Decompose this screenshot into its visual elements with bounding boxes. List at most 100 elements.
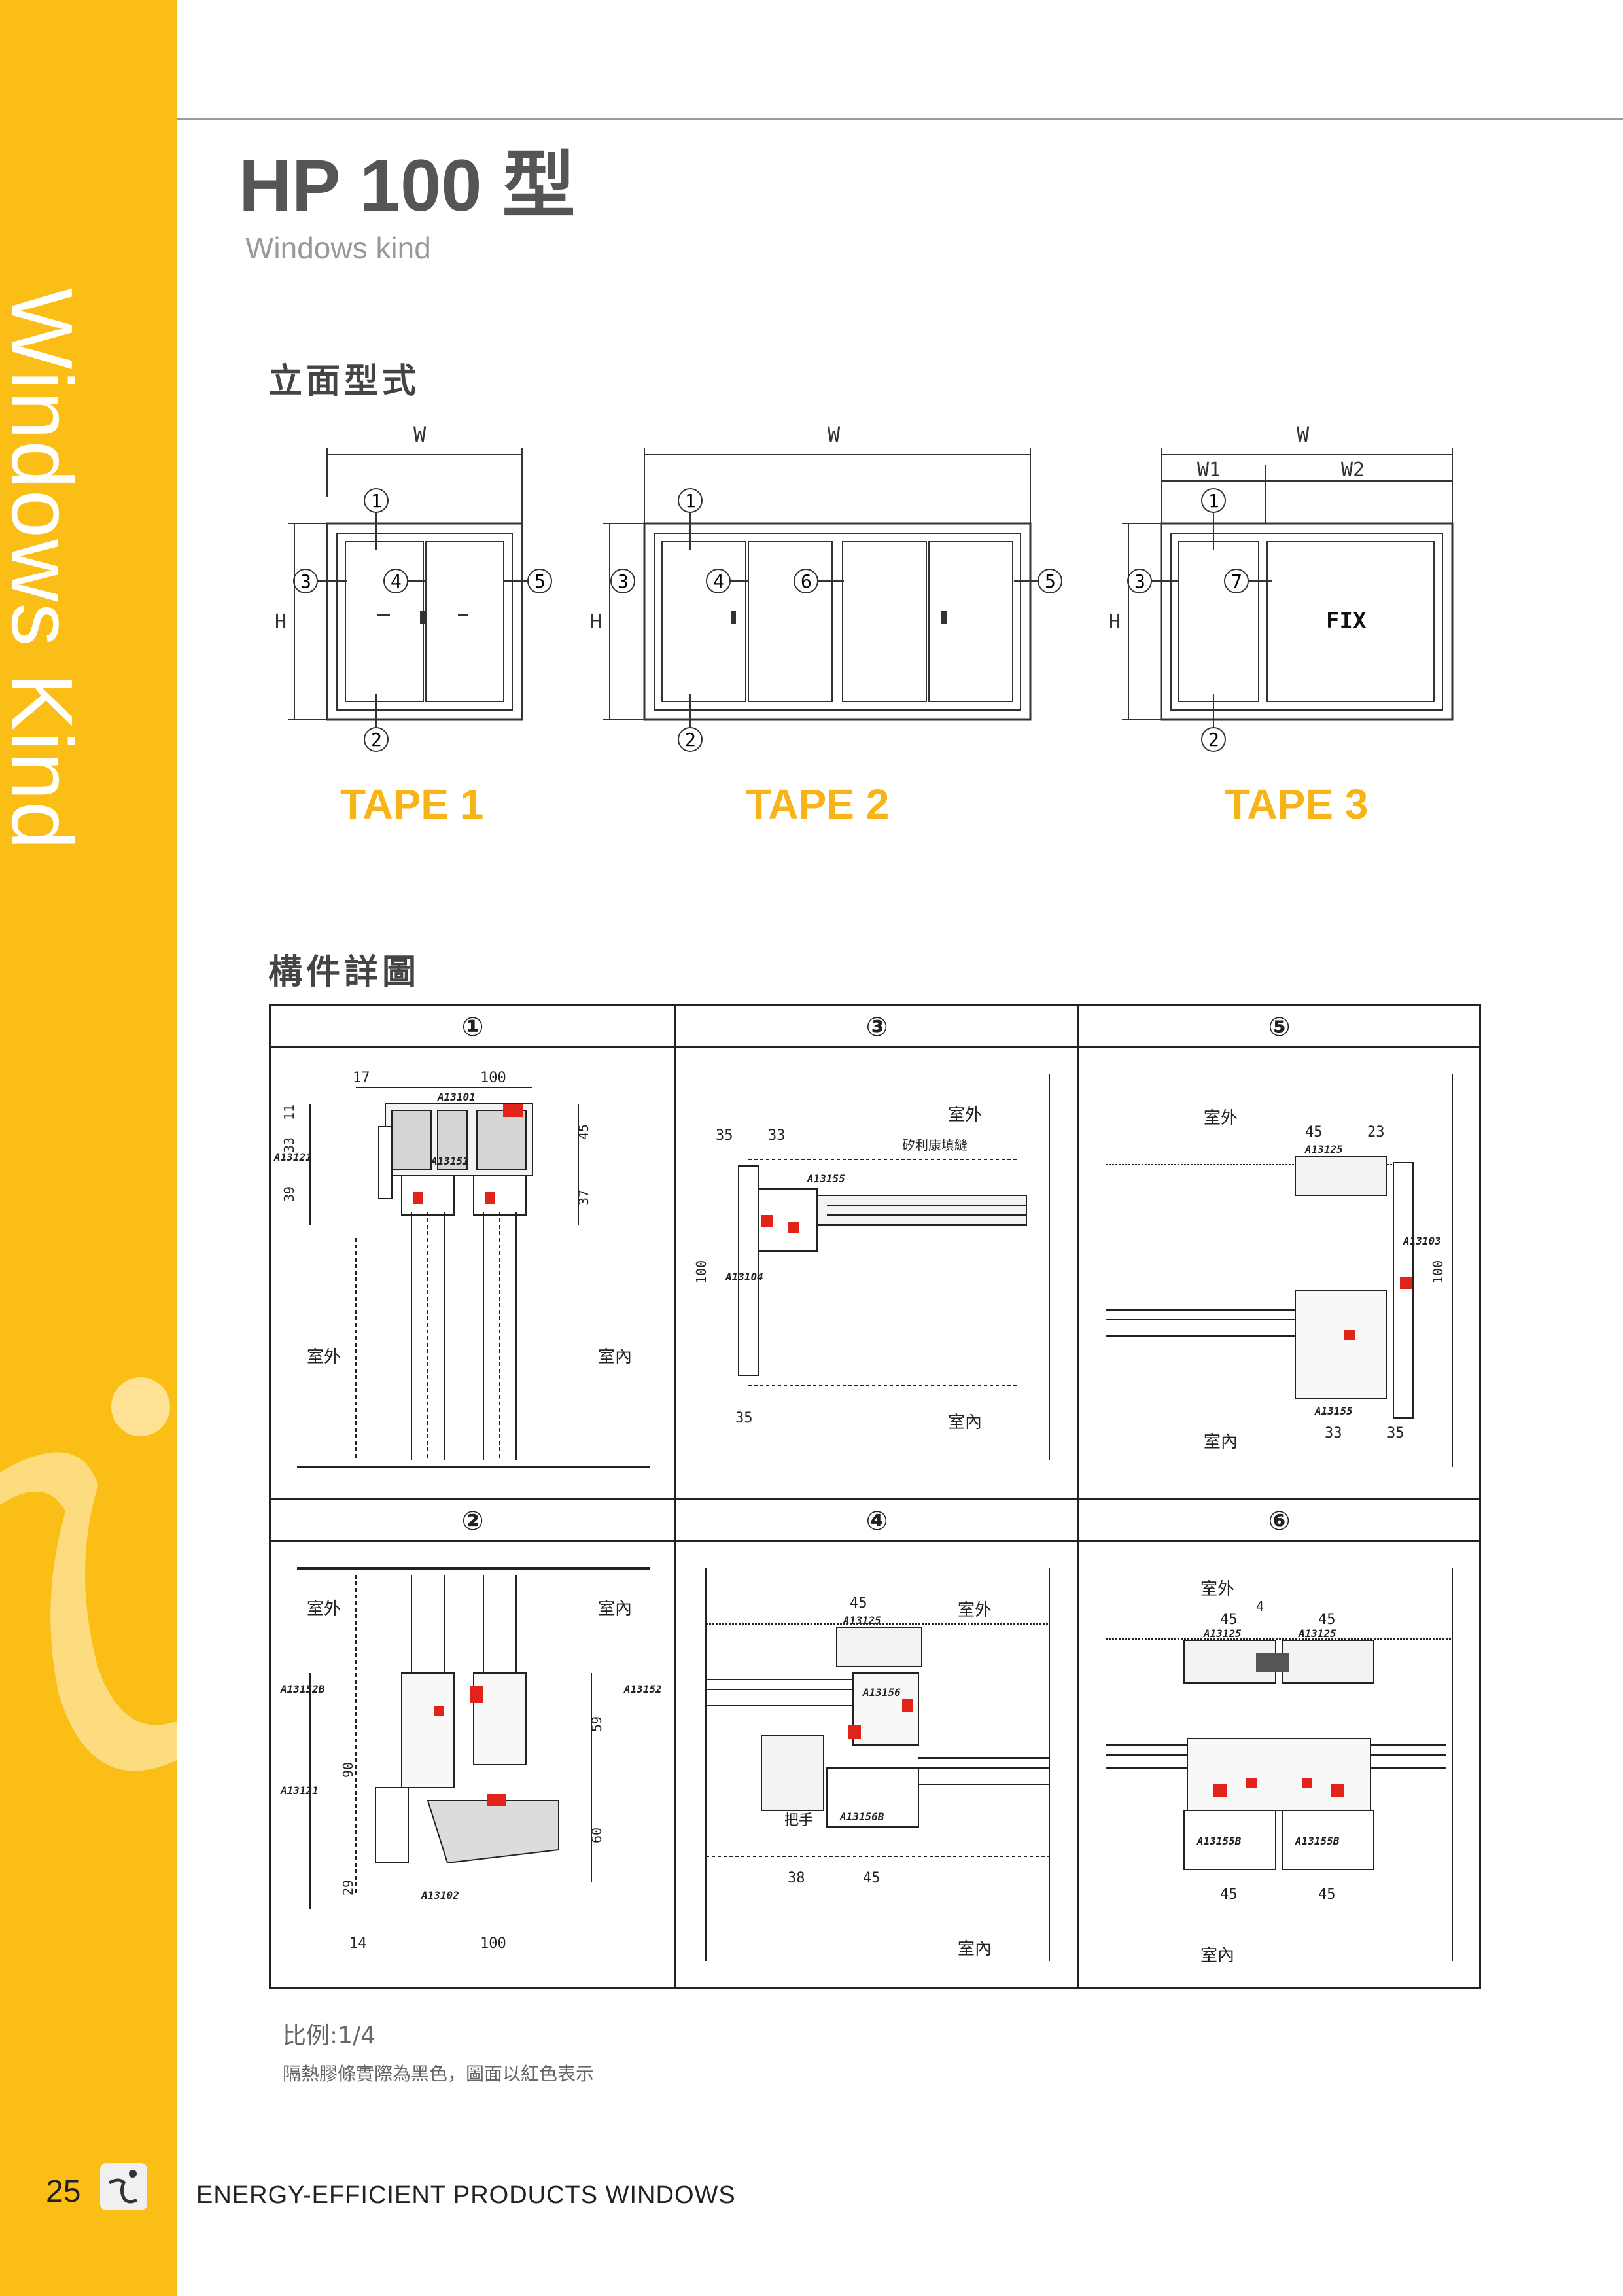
tape1-elevation: W H 1 3 4 5 2 [275,422,552,752]
svg-text:A13104: A13104 [725,1271,763,1283]
svg-text:38: 38 [788,1870,805,1886]
tape3-w2-label: W2 [1341,459,1365,482]
svg-text:59: 59 [589,1716,604,1732]
svg-text:6: 6 [801,571,812,592]
svg-text:A13156: A13156 [862,1686,901,1699]
detail-3-number: ③ [676,1006,1077,1048]
detail-5-number: ⑤ [1079,1006,1479,1048]
svg-text:室內: 室內 [1200,1946,1234,1966]
svg-text:60: 60 [589,1828,604,1843]
svg-text:33: 33 [281,1137,297,1153]
detail-4-number: ④ [676,1500,1077,1542]
svg-text:室內: 室內 [598,1347,632,1367]
svg-text:100: 100 [1430,1260,1446,1284]
svg-text:3: 3 [618,571,629,592]
gasket-note: 隔熱膠條實際為黑色，圖面以紅色表示 [283,2063,595,2085]
yellow-sidebar: Windows Kind [0,0,177,2296]
svg-text:45: 45 [576,1124,591,1140]
svg-text:A13152: A13152 [623,1683,662,1695]
vertical-title: Windows Kind [0,288,90,851]
svg-text:4: 4 [1256,1598,1264,1614]
tape3-w1-label: W1 [1197,459,1221,482]
detail-6-number: ⑥ [1079,1500,1479,1542]
svg-text:39: 39 [281,1186,297,1202]
tape-1-label: TAPE 1 [340,781,484,828]
svg-text:23: 23 [1367,1124,1385,1140]
svg-text:室內: 室內 [1204,1432,1238,1452]
svg-text:4: 4 [391,571,402,592]
svg-text:5: 5 [1045,571,1056,592]
svg-text:33: 33 [1325,1425,1342,1441]
svg-text:11: 11 [281,1104,297,1120]
svg-text:A13155: A13155 [807,1173,845,1185]
svg-text:室外: 室外 [307,1347,341,1367]
svg-text:33: 33 [768,1127,786,1144]
svg-text:A13156B: A13156B [839,1810,884,1823]
tape-3-label: TAPE 3 [1225,781,1369,828]
scale-label: 比例:1/4 [283,2022,376,2049]
svg-text:室外: 室外 [1200,1580,1234,1599]
details-heading: 構件詳圖 [268,953,421,992]
svg-text:5: 5 [534,571,546,592]
svg-text:45: 45 [1220,1612,1238,1628]
svg-text:14: 14 [349,1935,367,1952]
tape2-h-label: H [590,610,602,633]
detail-1-drawing: 17 100 11 33 39 45 37 A13101 A13151 A131… [273,1070,650,1468]
detail-5-drawing: 室外 室內 45 23 100 33 35 A13125 A13103 A131… [1106,1074,1453,1467]
tape3-elevation: W W1 W2 H FIX 1 3 7 2 [1109,422,1454,752]
svg-text:35: 35 [716,1127,733,1144]
svg-text:1: 1 [371,490,382,512]
detail-6-drawing: 室外 室內 4 45 45 45 45 A13125 A13125 A13155… [1106,1568,1453,1966]
svg-text:45: 45 [850,1595,867,1612]
tape1-w-label: W [413,422,427,447]
tape1-h-label: H [275,610,287,633]
svg-text:A13152B: A13152B [280,1683,325,1695]
svg-text:45: 45 [1318,1886,1336,1903]
svg-text:A13155B: A13155B [1295,1835,1340,1847]
svg-text:1: 1 [685,490,696,512]
tape-2-label: TAPE 2 [746,781,890,828]
model-subtitle: Windows kind [245,231,431,265]
svg-text:29: 29 [340,1880,356,1896]
page-number: 25 [46,2174,81,2209]
svg-text:2: 2 [371,729,382,751]
svg-text:把手: 把手 [784,1812,813,1829]
svg-text:A13125: A13125 [843,1614,881,1627]
svg-text:7: 7 [1231,571,1242,592]
svg-text:A13125: A13125 [1298,1627,1336,1640]
tape2-w-label: W [828,422,841,447]
svg-text:45: 45 [1305,1124,1323,1140]
model-title: HP 100 型 [239,145,576,226]
svg-text:3: 3 [1134,571,1145,592]
svg-text:A13125: A13125 [1304,1143,1343,1156]
svg-text:室外: 室外 [307,1599,341,1619]
svg-text:45: 45 [863,1870,881,1886]
svg-text:1: 1 [1208,490,1219,512]
tape3-h-label: H [1109,610,1121,633]
svg-text:A13102: A13102 [421,1889,459,1901]
watermark-logo-icon [0,1377,177,1771]
svg-text:17: 17 [353,1070,370,1086]
svg-text:45: 45 [1318,1612,1336,1628]
svg-text:90: 90 [340,1762,356,1778]
svg-text:100: 100 [480,1070,506,1086]
svg-text:室外: 室外 [948,1105,982,1125]
svg-text:室內: 室內 [948,1413,982,1432]
brand-logo-icon [100,2163,147,2210]
detail-1-number: ① [271,1006,674,1048]
svg-text:A13103: A13103 [1403,1235,1441,1247]
fix-label: FIX [1326,608,1367,634]
footer-text: ENERGY-EFFICIENT PRODUCTS WINDOWS [196,2181,736,2209]
svg-text:A13151: A13151 [430,1155,469,1167]
svg-text:室外: 室外 [1204,1108,1238,1128]
svg-text:室內: 室內 [598,1599,632,1619]
svg-text:矽利康填縫: 矽利康填縫 [902,1137,968,1153]
svg-text:4: 4 [713,571,724,592]
svg-text:2: 2 [685,729,696,751]
detail-2-drawing: 室外 室內 14 100 90 59 29 60 A13152B A13152 … [280,1567,662,1952]
svg-text:37: 37 [576,1190,591,1205]
svg-text:35: 35 [1387,1425,1405,1441]
elevation-heading: 立面型式 [268,362,421,401]
svg-text:2: 2 [1208,729,1219,751]
svg-text:A13155B: A13155B [1196,1835,1242,1847]
